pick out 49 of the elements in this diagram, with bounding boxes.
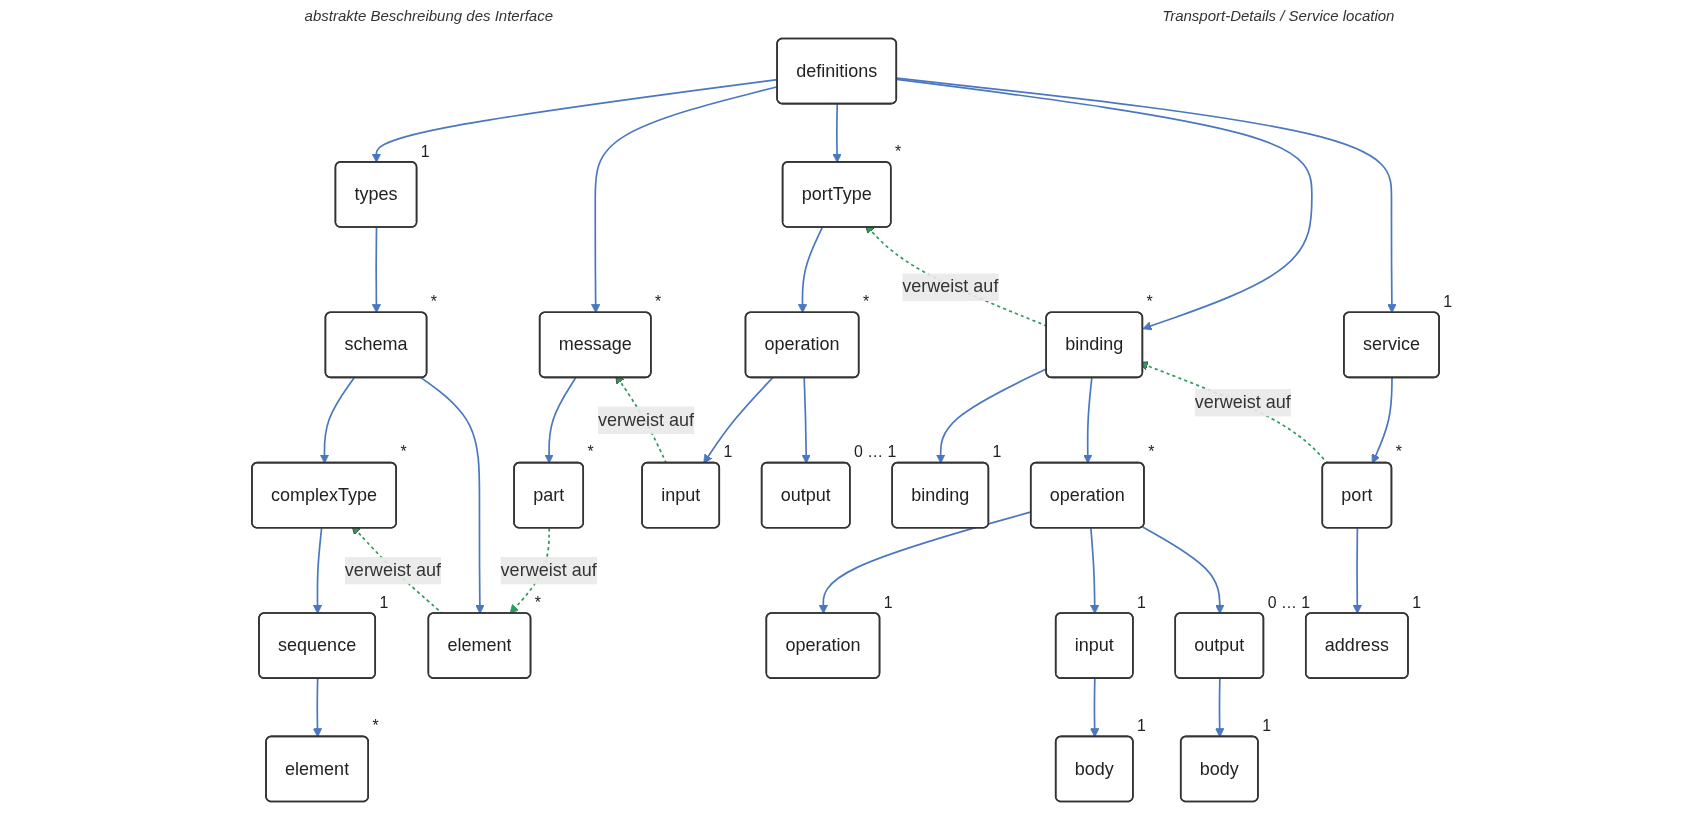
multiplicity-label: *: [371, 717, 379, 735]
multiplicity-label: 1: [1261, 717, 1271, 735]
multiplicity-label: 1: [1136, 717, 1146, 735]
edge-label: verweist auf: [901, 276, 998, 297]
edge-label: verweist auf: [344, 560, 441, 581]
arrow: [419, 377, 484, 614]
multiplicity-label: 1: [420, 142, 430, 160]
multiplicity-label: *: [430, 292, 437, 310]
arrow: [895, 77, 1397, 314]
section-heading: abstrakte Beschreibung des Interface: [304, 6, 554, 24]
multiplicity-label: *: [654, 292, 661, 310]
section-heading: Transport-Details / Service location: [1162, 6, 1395, 24]
edge-label: verweist auf: [500, 560, 597, 581]
arrow: [1141, 526, 1224, 614]
arrow: [1352, 527, 1362, 614]
multiplicity-label: 1: [1411, 593, 1421, 611]
arrow: [543, 377, 576, 464]
arrow: [312, 677, 322, 738]
multiplicity-label: *: [1146, 292, 1153, 310]
multiplicity-label: *: [862, 292, 869, 310]
edge-label: verweist auf: [1194, 392, 1291, 413]
arrow: [371, 226, 381, 314]
multiplicity-label: 1: [992, 443, 1001, 461]
multiplicity-label: 1: [1442, 292, 1452, 310]
multiplicity-label: *: [586, 443, 594, 461]
multiplicity-label: 1: [883, 593, 893, 611]
multiplicity-label: 1: [723, 443, 732, 461]
arrow: [702, 377, 773, 464]
arrow: [801, 377, 811, 464]
arrow: [1082, 377, 1093, 464]
arrow: [831, 103, 842, 163]
multiplicity-label: 0 … 1: [1267, 593, 1310, 611]
arrow: [895, 78, 1313, 331]
multiplicity-label: 1: [1136, 593, 1146, 611]
multiplicity-label: *: [1147, 443, 1154, 461]
arrow: [312, 527, 322, 614]
arrow: [1089, 527, 1099, 614]
multiplicity-label: *: [399, 443, 407, 461]
multiplicity-label: *: [534, 593, 541, 611]
arrow: [1214, 677, 1224, 738]
arrow: [1371, 377, 1393, 464]
arrow: [319, 377, 355, 464]
edge-label: verweist auf: [597, 409, 694, 430]
arrow: [797, 226, 823, 314]
multiplicity-label: *: [894, 142, 901, 160]
multiplicity-label: 0 … 1: [853, 443, 896, 461]
multiplicity-label: *: [1395, 443, 1402, 461]
arrow: [1089, 677, 1099, 738]
multiplicity-label: 1: [378, 593, 388, 611]
